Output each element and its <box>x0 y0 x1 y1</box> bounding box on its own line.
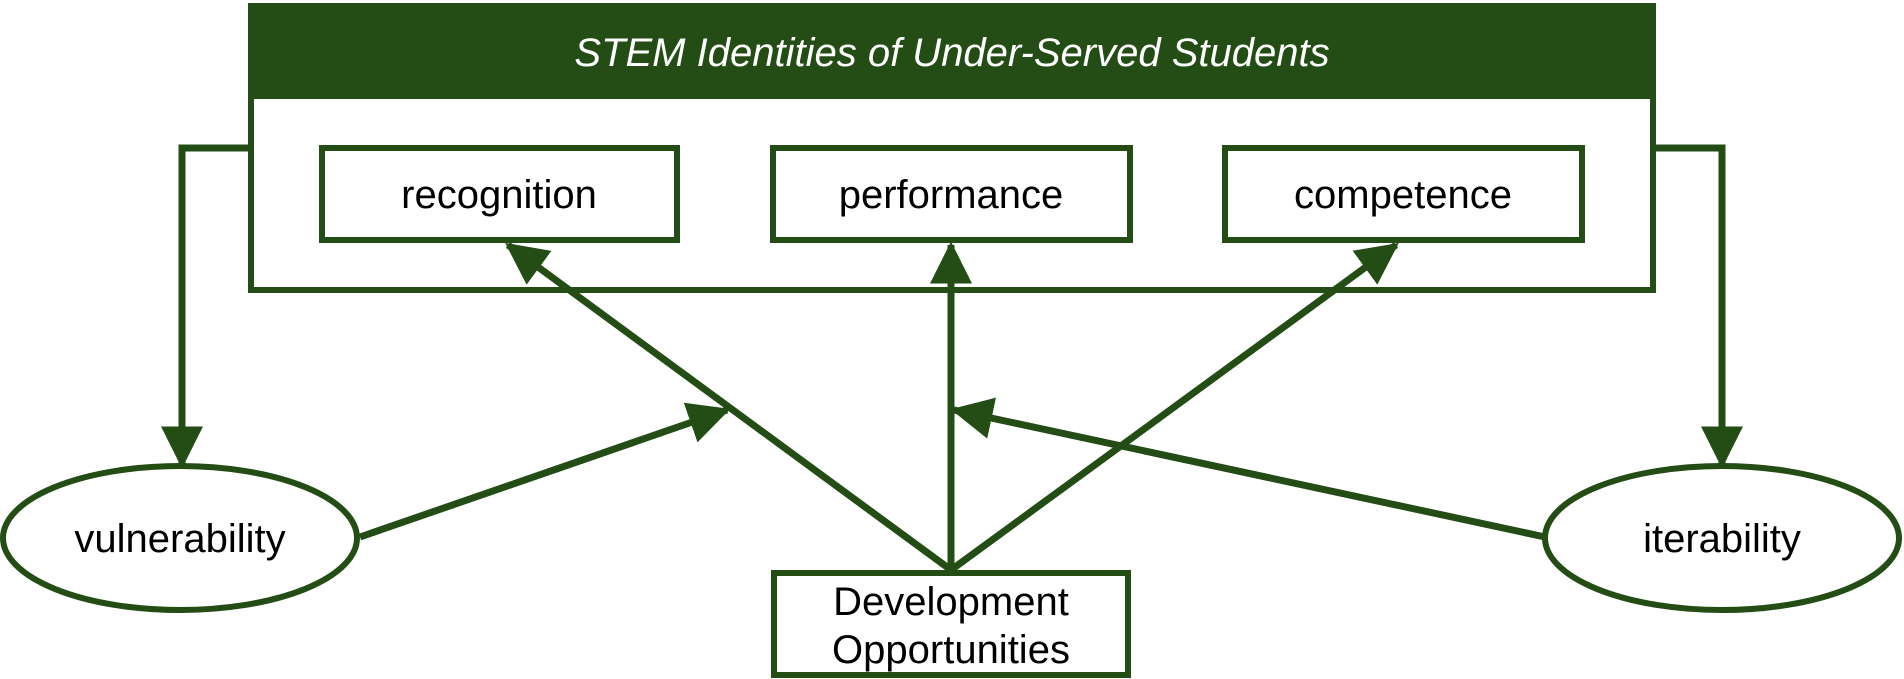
component-competence: competence <box>1222 145 1585 243</box>
competence-label: competence <box>1294 173 1512 217</box>
vulnerability-ellipse <box>0 463 360 613</box>
development-opportunities-line2: Opportunities <box>832 628 1070 672</box>
vulnerability-moderation-arrow <box>358 402 731 541</box>
iterability-moderation-arrow <box>950 397 1546 541</box>
competence-box <box>1222 145 1585 243</box>
development-opportunities-line1: Development <box>833 580 1069 624</box>
factor-iterability: iterability <box>1542 463 1902 613</box>
iterability-label: iterability <box>1643 517 1801 561</box>
performance-box <box>770 145 1133 243</box>
development-opportunities-box <box>771 570 1131 678</box>
component-performance: performance <box>770 145 1133 243</box>
component-recognition: recognition <box>319 145 680 243</box>
diagram-title: STEM Identities of Under-Served Students <box>574 31 1329 75</box>
source-to-recognition-arrow <box>505 242 954 573</box>
development-opportunities-node: Development Opportunities <box>771 570 1131 678</box>
performance-label: performance <box>839 173 1064 217</box>
container-to-iterability-arrow <box>1653 144 1743 469</box>
vulnerability-label: vulnerability <box>74 517 285 561</box>
recognition-box <box>319 145 680 243</box>
recognition-label: recognition <box>401 173 597 217</box>
source-to-competence-arrow <box>948 242 1399 573</box>
factor-vulnerability: vulnerability <box>0 463 360 613</box>
iterability-ellipse <box>1542 463 1902 613</box>
container-to-vulnerability-arrow <box>161 144 251 469</box>
container-header <box>248 3 1656 99</box>
